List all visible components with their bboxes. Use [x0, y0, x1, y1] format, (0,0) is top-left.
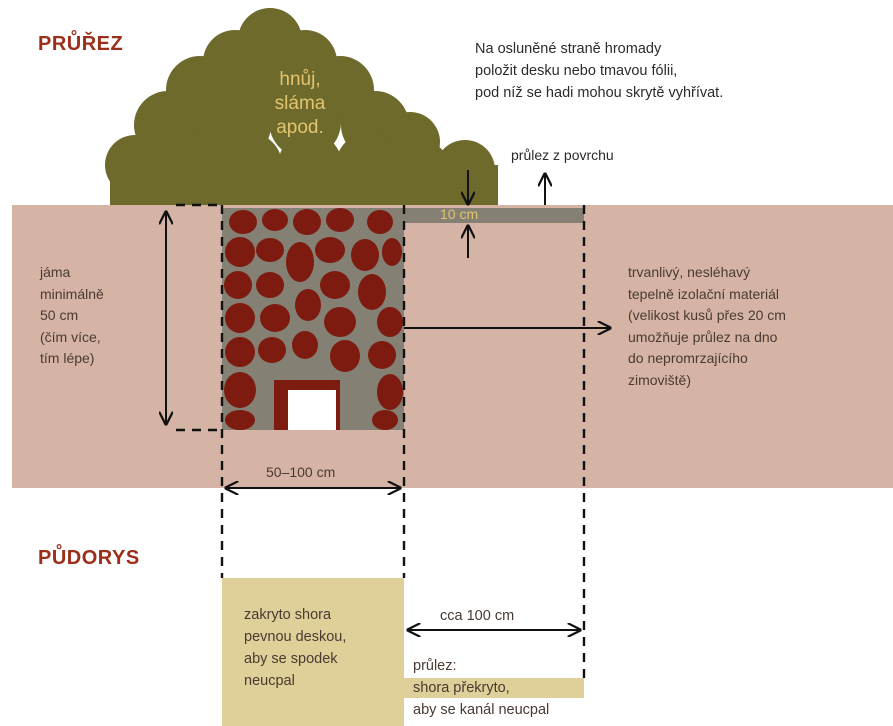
plan-passage-line1: shora překryto,: [413, 680, 510, 696]
pit-depth-label: jáma minimálně 50 cm (čím více, tím lépe…: [40, 264, 104, 366]
wintering-chamber: [288, 390, 336, 430]
plan-cover-label: zakryto shora pevnou deskou, aby se spod…: [244, 607, 347, 689]
plan-passage-strip: [404, 678, 584, 698]
plan-passage-title: průlez:: [413, 658, 457, 674]
surface-passage-channel: [404, 208, 584, 223]
soil-layer: [12, 205, 893, 488]
heap-shape: [105, 8, 498, 205]
dashed-guides: [176, 203, 586, 682]
floor-plan-title: PŮDORYS: [38, 547, 140, 569]
pit-width-label: 50–100 cm: [266, 464, 336, 480]
pit-stones: [224, 208, 403, 430]
surface-entry-label: průlez z povrchu: [511, 147, 614, 163]
cross-section-title: PRŮŘEZ: [38, 33, 124, 55]
plan-passage-line2: aby se kanál neucpal: [413, 702, 550, 718]
basking-board-note: Na osluněné straně hromady položit desku…: [475, 41, 724, 101]
gap-label: 10 cm: [440, 206, 479, 222]
insulation-material-label: trvanlivý, nesléhavý tepelně izolační ma…: [628, 264, 786, 388]
plan-cover-slab: [222, 578, 404, 726]
heap-label: hnůj, sláma apod.: [274, 69, 326, 138]
plan-distance-label: cca 100 cm: [440, 608, 515, 624]
